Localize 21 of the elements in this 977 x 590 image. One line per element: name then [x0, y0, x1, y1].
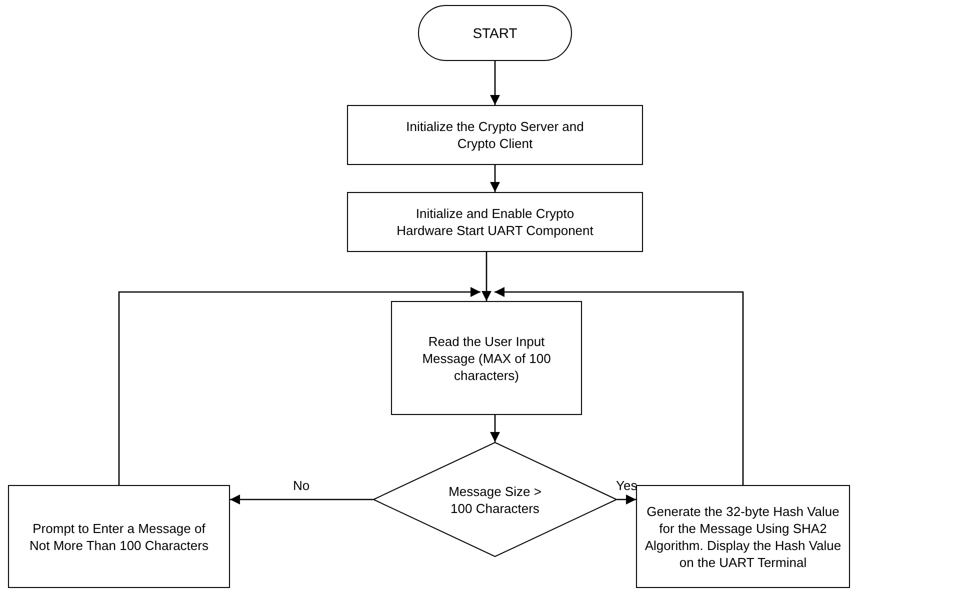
node-text: Initialize the Crypto Server and Crypto Client — [405, 118, 585, 152]
process-box — [347, 192, 643, 252]
process-box — [8, 485, 230, 588]
node-text: START — [472, 24, 518, 42]
arrow — [617, 494, 636, 504]
arrow — [118, 287, 480, 485]
arrow — [490, 165, 500, 192]
process-box — [391, 301, 582, 415]
node-text: Read the User Input Message (MAX of 100 characters) — [421, 332, 552, 384]
node-text: Message Size > 100 Characters — [448, 482, 542, 516]
arrow — [482, 252, 492, 301]
arrow — [230, 494, 373, 504]
node-text: Prompt to Enter a Message of Not More Than 100 Characters — [28, 520, 210, 554]
decision-diamond — [373, 442, 617, 557]
node-text: Generate the 32-byte Hash Value for the Message Using SHA2 Algorithm. Display the Hash Value on the UART Terminal — [644, 502, 842, 570]
process-box — [636, 485, 850, 588]
process-box — [347, 105, 643, 165]
arrow — [490, 415, 500, 442]
arrow — [494, 287, 744, 485]
arrow — [490, 61, 500, 105]
node-text: Initialize and Enable Crypto Hardware Start UART Component — [396, 205, 594, 239]
